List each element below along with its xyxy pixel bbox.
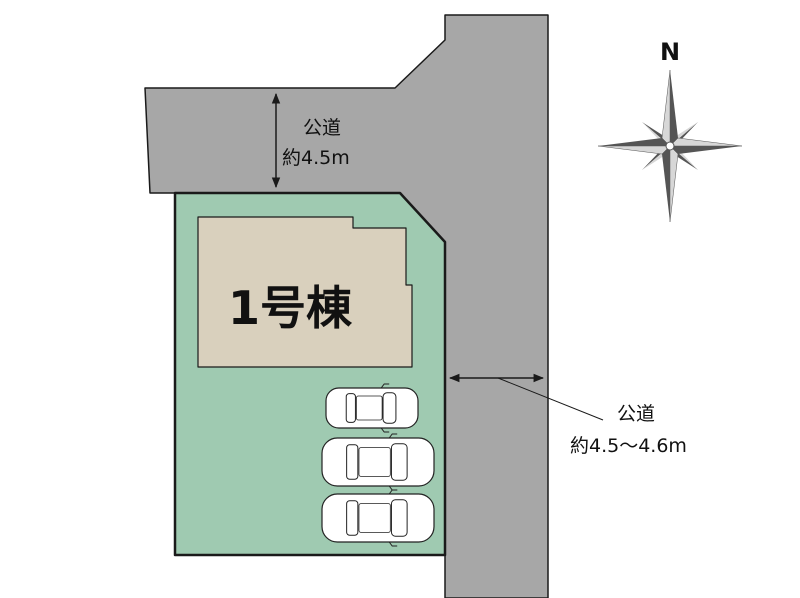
north-road-width: 約4.5m [282,147,350,169]
parked-car [321,433,435,491]
east-road-label: 公道 [617,403,655,425]
building-footprint [197,216,413,368]
building-label: 1号棟 [228,281,353,335]
compass-north-label: N [660,38,680,66]
parking-area [321,383,435,547]
compass-icon [597,69,743,223]
parked-car [321,489,435,547]
north-road-label: 公道 [303,117,341,139]
parked-car [325,383,419,433]
east-road-width: 約4.5～4.6m [570,435,687,457]
east-road-leader [497,377,604,421]
